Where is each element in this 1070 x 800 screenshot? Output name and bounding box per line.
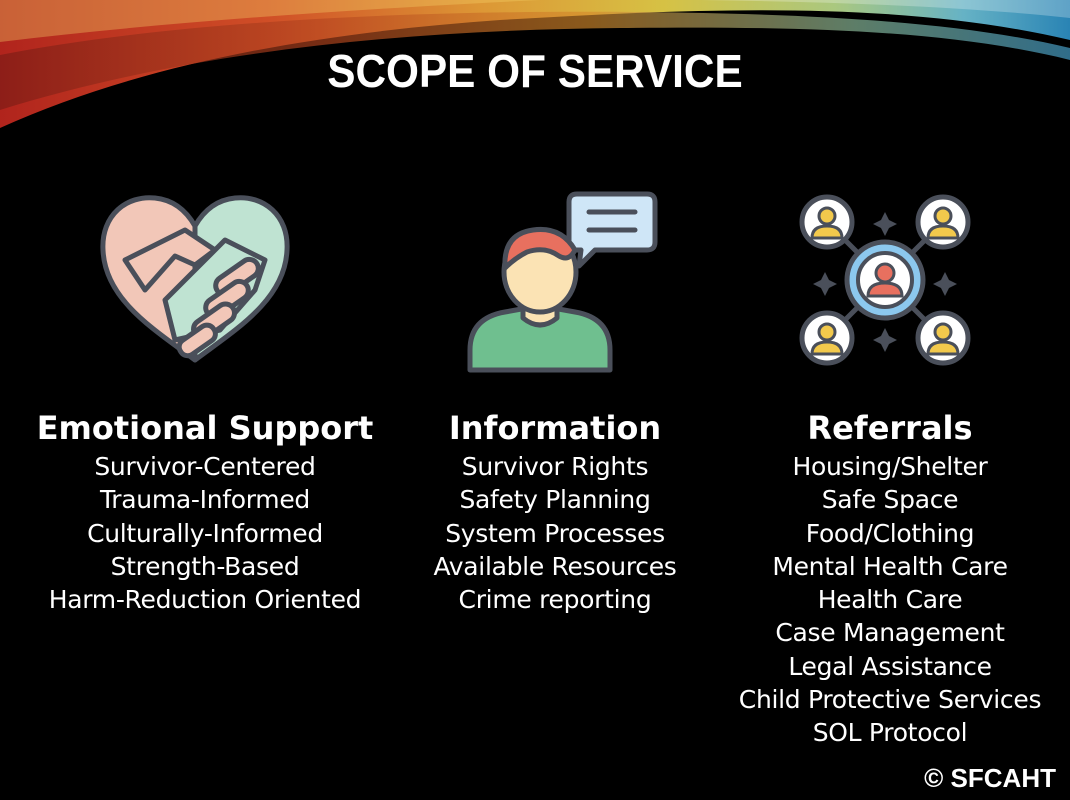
- person-speech-bubble-icon: [465, 190, 665, 375]
- copyright-notice: © SFCAHT: [924, 763, 1056, 793]
- column-heading: Information: [448, 409, 662, 447]
- list-item: Harm-Reduction Oriented: [48, 585, 362, 615]
- list-item: Strength-Based: [110, 551, 300, 581]
- column-heading: Referrals: [807, 409, 973, 447]
- list-item: System Processes: [445, 518, 665, 548]
- list-item: Child Protective Services: [738, 685, 1042, 715]
- column-item-list: Survivor Rights Safety Planning System P…: [400, 450, 710, 616]
- list-item: Safe Space: [821, 485, 959, 515]
- column-item-list: Survivor-Centered Trauma-Informed Cultur…: [20, 450, 390, 616]
- rainbow-swoosh-decoration: [0, 0, 1070, 128]
- list-item: Health Care: [817, 585, 963, 615]
- people-network-icon: [795, 190, 975, 370]
- handshake-heart-icon: [95, 190, 295, 370]
- list-item: Safety Planning: [459, 485, 651, 515]
- list-item: Trauma-Informed: [100, 485, 310, 515]
- column-emotional-support: Emotional Support Survivor-Centered Trau…: [20, 406, 390, 616]
- list-item: Survivor-Centered: [94, 452, 316, 481]
- column-item-list: Housing/Shelter Safe Space Food/Clothing…: [720, 450, 1060, 750]
- slide-title: SCOPE OF SERVICE: [327, 45, 743, 97]
- list-item: Survivor Rights: [461, 452, 649, 481]
- list-item: SOL Protocol: [812, 718, 968, 748]
- list-item: Available Resources: [433, 551, 677, 581]
- column-heading: Emotional Support: [36, 409, 374, 447]
- list-item: Mental Health Care: [772, 551, 1008, 581]
- column-referrals: Referrals Housing/Shelter Safe Space Foo…: [720, 406, 1060, 750]
- list-item: Crime reporting: [458, 585, 652, 615]
- list-item: Housing/Shelter: [792, 452, 988, 481]
- column-information: Information Survivor Rights Safety Plann…: [400, 406, 710, 616]
- list-item: Case Management: [775, 618, 1005, 648]
- list-item: Food/Clothing: [805, 518, 975, 548]
- list-item: Culturally-Informed: [87, 518, 323, 548]
- list-item: Legal Assistance: [788, 651, 992, 681]
